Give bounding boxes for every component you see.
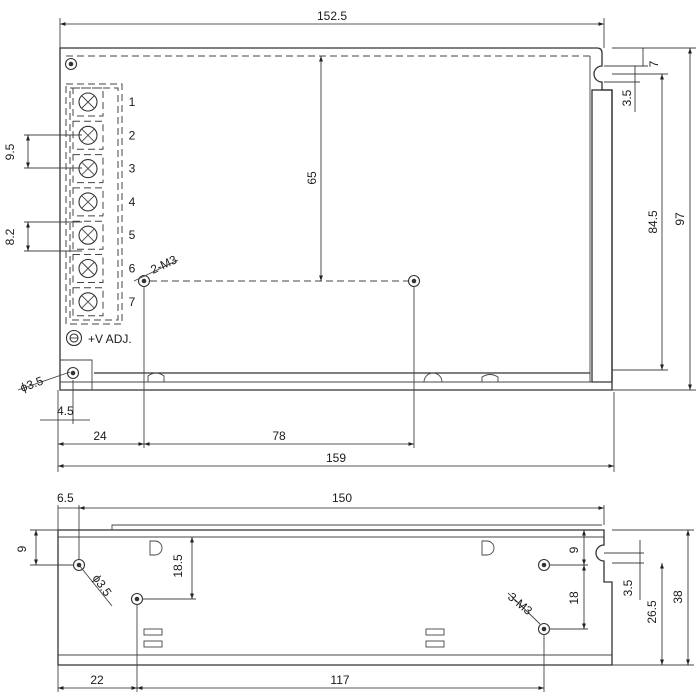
dim-26-5-label: 26.5 bbox=[645, 600, 659, 624]
terminal-cell bbox=[72, 154, 104, 184]
dim-78-label: 78 bbox=[272, 429, 286, 443]
screw-cross bbox=[81, 228, 95, 242]
top-left-mount-hole-center bbox=[68, 61, 74, 67]
terminal-screw: 5 bbox=[72, 220, 136, 250]
screw-cross bbox=[81, 128, 95, 142]
side-m3-hole-c-center bbox=[541, 626, 547, 632]
dim-7-label: 7 bbox=[647, 60, 661, 67]
left-hole-bracket bbox=[60, 359, 93, 390]
side-top-lip bbox=[111, 524, 602, 530]
terminal-screw: 1 bbox=[72, 87, 136, 117]
screw-cross bbox=[81, 195, 95, 209]
terminal-cell bbox=[72, 254, 104, 283]
dim-152-label: 152.5 bbox=[317, 9, 347, 23]
terminal-number: 5 bbox=[129, 228, 136, 242]
terminal-screw: 4 bbox=[72, 187, 136, 217]
terminal-cell bbox=[72, 87, 104, 117]
mount-hole-m3-right-center bbox=[411, 278, 417, 284]
screw-cross bbox=[81, 262, 95, 275]
dim-159-label: 159 bbox=[326, 451, 346, 465]
screw-cross bbox=[81, 295, 95, 309]
top-view: 1 2 3 4 5 6 7 +V ADJ. 2-M3 65 152.5 97 84.5 bbox=[3, 9, 696, 472]
mount-label-top: 2-M3 bbox=[148, 252, 179, 276]
vadj-label: +V ADJ. bbox=[88, 332, 132, 346]
terminal-cell bbox=[72, 220, 104, 250]
dim-97-label: 97 bbox=[673, 212, 687, 226]
mount-label-leader bbox=[133, 259, 179, 282]
right-slot bbox=[591, 89, 613, 383]
mount-label-side: 3-M3 bbox=[505, 590, 535, 619]
hole-dia-leader bbox=[17, 371, 71, 391]
screw-cross bbox=[81, 162, 95, 175]
dim-22-label: 22 bbox=[90, 673, 104, 687]
terminal-screw: 3 bbox=[72, 154, 136, 184]
terminal-screw: 6 bbox=[72, 254, 136, 283]
screw-cross bbox=[81, 95, 95, 109]
hole-dia-label-top: ϕ3.5 bbox=[18, 374, 45, 395]
terminal-number: 6 bbox=[129, 262, 136, 276]
base-tab-left bbox=[147, 372, 165, 382]
dim-6-5-label: 6.5 bbox=[57, 491, 74, 505]
dim-65-label: 65 bbox=[305, 171, 319, 185]
terminal-number: 3 bbox=[129, 162, 136, 176]
dim-8-2-label: 8.2 bbox=[3, 228, 17, 245]
side-view-outline bbox=[57, 529, 613, 666]
dim-84-label: 84.5 bbox=[646, 210, 660, 234]
top-view-outline bbox=[59, 47, 613, 391]
base-tab-mid bbox=[423, 372, 443, 383]
d-cutout-left bbox=[149, 540, 163, 556]
vent-slot bbox=[143, 628, 163, 636]
dim-18-5-label: 18.5 bbox=[171, 554, 185, 578]
terminal-number: 7 bbox=[129, 295, 136, 309]
dim-3-5-label: 3.5 bbox=[620, 89, 634, 106]
terminal-block-inner bbox=[69, 87, 119, 321]
dim-9-right-label: 9 bbox=[567, 546, 581, 553]
vent-slot bbox=[425, 640, 445, 648]
terminal-cell bbox=[72, 187, 104, 217]
dim-9-left-label: 9 bbox=[15, 545, 29, 552]
dim-150-label: 150 bbox=[332, 491, 352, 505]
vent-slot bbox=[143, 640, 163, 648]
base-tab-right bbox=[481, 374, 499, 382]
left-mount-hole-center bbox=[70, 370, 76, 376]
terminal-screw: 2 bbox=[72, 120, 136, 150]
d-cutout-right bbox=[481, 540, 495, 556]
dim-18-label: 18 bbox=[567, 591, 581, 605]
terminal-number: 1 bbox=[129, 95, 136, 109]
side-view: 150 6.5 9 18.5 ϕ3.5 22 117 3-M3 9 bbox=[15, 491, 694, 692]
mount-hole-m3-left-center bbox=[141, 278, 147, 284]
side-hole-leader bbox=[78, 564, 113, 607]
terminal-screw: 7 bbox=[72, 287, 136, 317]
terminal-block bbox=[65, 83, 123, 325]
vent-slot bbox=[425, 628, 445, 636]
side-m3-hole-a-center bbox=[134, 596, 140, 602]
dim-24-label: 24 bbox=[93, 429, 107, 443]
dim-4-5-label: 4.5 bbox=[57, 404, 74, 418]
side-m3-hole-b-center bbox=[541, 562, 547, 568]
terminal-cell bbox=[72, 287, 104, 317]
dim-117-label: 117 bbox=[330, 673, 349, 687]
side-mount-leader bbox=[507, 592, 541, 625]
terminal-number: 2 bbox=[129, 128, 136, 142]
dim-3-5-right-label: 3.5 bbox=[621, 579, 635, 596]
hole-dia-label-side: ϕ3.5 bbox=[90, 572, 115, 599]
dim-9-5-label: 9.5 bbox=[3, 143, 17, 160]
terminal-number: 4 bbox=[129, 195, 136, 209]
dim-38-label: 38 bbox=[671, 590, 685, 604]
